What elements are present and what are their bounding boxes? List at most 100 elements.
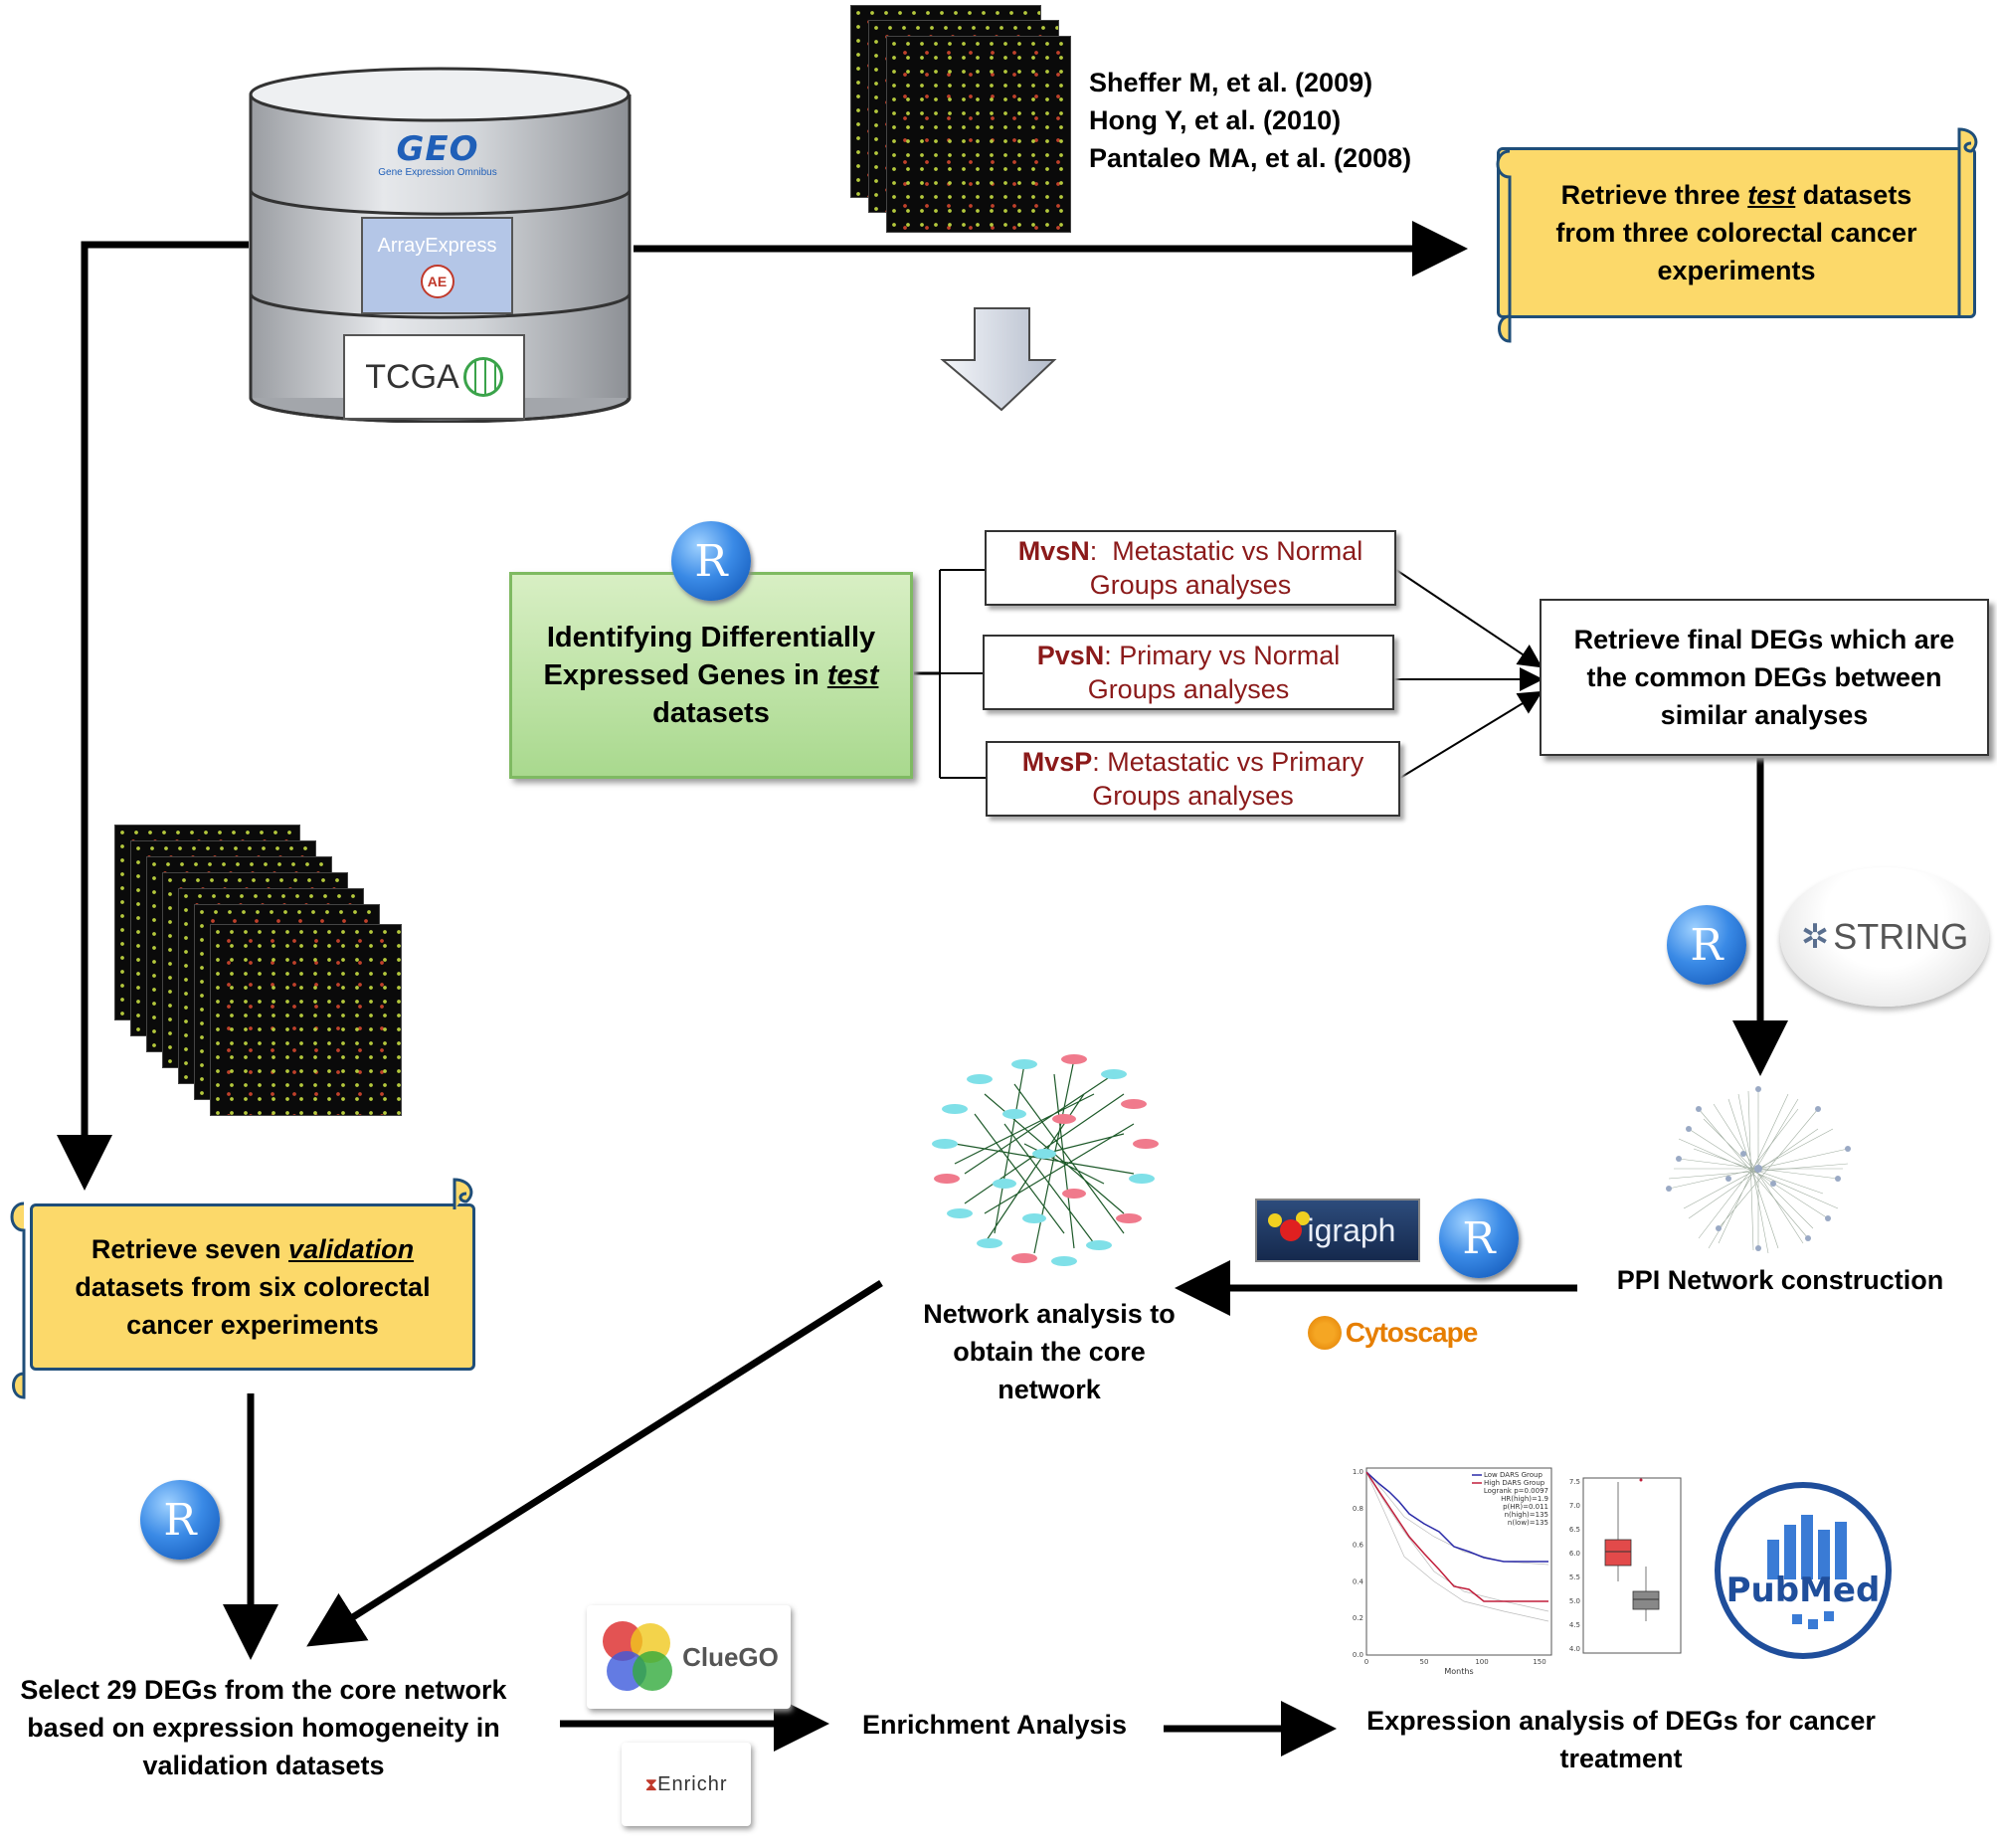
km-xtick-label: 100 [1475,1658,1488,1666]
r-logo-validation: R [140,1480,220,1560]
arrayexpress-text: ArrayExpress [377,235,497,257]
boxplot-ytick-label: 5.5 [1569,1573,1580,1581]
validation-line-2: datasets from six colorectal [75,1272,431,1302]
km-stat-5: n(low)=135 [1508,1519,1548,1527]
big-down-arrow [940,307,1057,412]
km-stat-3: p(HR)=0.011 [1503,1503,1548,1511]
boxplot-ytick-label: 4.5 [1569,1621,1580,1629]
citation-3: Pantaleo MA, et al. (2008) [1089,143,1412,173]
enrichr-text: Enrichr [657,1772,728,1795]
string-text: STRING [1833,916,1969,957]
final-degs-box: Retrieve final DEGs which are the common… [1540,599,1989,756]
cytoscape-logo: Cytoscape [1303,1303,1482,1363]
select-line-1: Select 29 DEGs from the core network [20,1675,507,1705]
geo-subtitle: Gene Expression Omnibus [378,167,497,178]
expression-line-1: Expression analysis of DEGs for cancer [1366,1706,1876,1736]
citation-list: Sheffer M, et al. (2009) Hong Y, et al. … [1089,64,1411,177]
microarray-image-3 [886,36,1071,233]
analysis-mvsn-line-2: Groups analyses [1089,570,1292,600]
tcga-logo: TCGA [343,334,525,420]
geo-logo: GEO Gene Expression Omnibus [368,124,507,186]
km-ytick-label: 0.8 [1353,1505,1363,1513]
km-legend-high: High DARS Group [1484,1479,1545,1487]
r-logo-string: R [1667,905,1746,985]
cluego-logo: ClueGO [587,1605,791,1709]
analysis-pvsn-sep: : [1104,641,1120,670]
test-scroll-line-1: Retrieve three test datasets [1561,176,1912,214]
deg-line-2: Expressed Genes in test [544,656,879,694]
arrow-mvsp-to-final [1399,690,1543,779]
analysis-mvsn-desc: Metastatic vs Normal [1112,536,1363,566]
test-datasets-scroll: Retrieve three test datasets from three … [1497,147,1976,318]
enrichment-label: Enrichment Analysis [861,1710,1128,1740]
analysis-pvsn-line-2: Groups analyses [1087,674,1290,704]
igraph-logo: igraph [1255,1199,1420,1262]
select-line-3: validation datasets [142,1751,385,1780]
analysis-pvsn-line-1: PvsN: Primary vs Normal [1037,639,1341,672]
km-stat-4: n(high)=135 [1505,1511,1548,1519]
core-network-image [932,1054,1159,1266]
analysis-pvsn-desc: Primary vs Normal [1119,641,1341,670]
boxplot-normal-box [1632,1590,1660,1610]
identify-degs-box: Identifying Differentially Expressed Gen… [509,572,913,779]
citation-2: Hong Y, et al. (2010) [1089,105,1342,135]
test-scroll-post: datasets [1795,180,1912,210]
deg-line-2-em: test [826,659,879,691]
analysis-mvsp-box: MvsP: Metastatic vs Primary Groups analy… [986,741,1400,817]
dna-icon: ⧗ [644,1773,658,1794]
arrow-mvsn-to-final [1395,569,1543,668]
analysis-mvsn-code: MvsN [1017,536,1090,566]
final-degs-line-2: the common DEGs between [1586,662,1942,692]
final-degs-line-3: similar analyses [1660,700,1869,730]
boxplot-ytick-label: 6.0 [1569,1550,1580,1558]
km-ytick-label: 0.6 [1353,1542,1364,1550]
string-logo: ✲ STRING [1780,867,1989,1007]
km-low-group-line [1365,1471,1548,1563]
igraph-node-icon [1279,1219,1302,1241]
analysis-pvsn-box: PvsN: Primary vs Normal Groups analyses [983,635,1394,710]
test-scroll-curl-left [1496,149,1512,343]
km-xtick-label: 150 [1533,1658,1545,1666]
expression-analysis-label: Expression analysis of DEGs for cancer t… [1348,1702,1895,1777]
validation-scroll-curl-left [10,1201,26,1399]
km-ytick-label: 0.0 [1353,1651,1363,1659]
km-stat-2: HR(high)=1.9 [1501,1495,1548,1503]
database-cylinder [249,67,632,423]
km-legend-low: Low DARS Group [1484,1471,1543,1479]
analysis-mvsp-code: MvsP [1021,747,1093,777]
boxplot-ytick-label: 6.5 [1569,1526,1580,1534]
ppi-network-image [1666,1086,1851,1254]
boxplot-ytick-label: 7.5 [1569,1478,1580,1486]
analysis-mvsn-box: MvsN: Metastatic vs Normal Groups analys… [985,530,1396,606]
validation-em: validation [288,1234,415,1264]
r-logo-igraph: R [1439,1199,1519,1278]
test-scroll-curl-right [1957,127,1978,315]
cytoscape-text: Cytoscape [1345,1317,1479,1348]
boxplot-ytick-label: 4.0 [1569,1645,1580,1653]
validation-scroll-curl-right [453,1178,473,1209]
km-high-group-line [1365,1471,1548,1602]
km-ytick-label: 0.4 [1353,1577,1364,1585]
r-logo-deg: R [671,521,751,601]
validation-line-1: Retrieve seven validation [91,1230,414,1268]
analysis-mvsn-sep: : [1089,536,1113,566]
cluego-circles-icon [599,1617,678,1697]
pubmed-logo: PubMed [1715,1482,1892,1659]
arrow-db-to-validation [57,241,249,1191]
enrichr-logo: ⧗ Enrichr [622,1743,751,1826]
expression-boxplot: 4.0 4.5 5.0 5.5 6.0 6.5 7.0 7.5 [1569,1477,1682,1654]
validation-pre: Retrieve seven [91,1234,289,1264]
network-label-line-3: network [998,1375,1101,1404]
boxplot-ytick-label: 7.0 [1569,1502,1580,1510]
km-ytick-label: 0.2 [1353,1614,1363,1622]
test-scroll-line-3: experiments [1657,256,1816,285]
deg-line-1: Identifying Differentially [546,622,876,653]
km-stat-1: Logrank p=0.0097 [1484,1487,1548,1495]
boxplot-ytick-label: 5.0 [1569,1597,1580,1605]
pubmed-text: PubMed [1726,1571,1881,1610]
network-label-line-2: obtain the core [953,1337,1146,1367]
expression-line-2: treatment [1559,1744,1683,1773]
globe-icon [462,357,503,397]
